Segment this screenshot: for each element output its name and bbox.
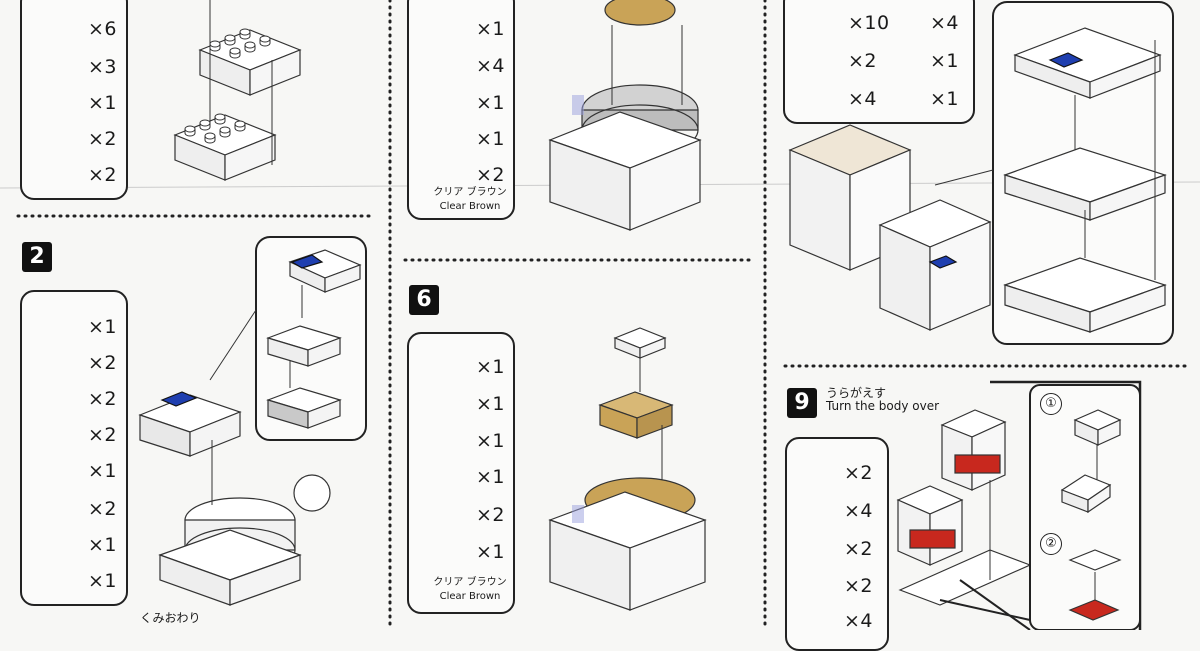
sub-step-number: ①	[1040, 393, 1062, 415]
part-qty: ×2	[476, 164, 506, 186]
part-qty: ×2	[848, 50, 878, 72]
part-qty: ×3	[88, 56, 118, 78]
part-qty: ×1	[930, 88, 960, 110]
part-qty: ×1	[476, 128, 506, 150]
part-qty: ×4	[844, 500, 874, 522]
parts-list-box-step2	[20, 290, 128, 606]
part-qty: ×2	[844, 538, 874, 560]
part-qty: ×4	[848, 88, 878, 110]
instruction-note-en: Turn the body over	[826, 399, 940, 413]
part-qty: ×2	[844, 462, 874, 484]
sub-step-number: ②	[1040, 533, 1062, 555]
part-qty: ×1	[88, 92, 118, 114]
part-qty: ×1	[88, 460, 118, 482]
parts-list-box-step5	[407, 0, 515, 220]
part-qty: ×4	[930, 12, 960, 34]
step-number-badge: 2	[22, 242, 52, 272]
color-caption-jp: クリア ブラウン	[433, 577, 507, 588]
color-caption-jp: クリア ブラウン	[433, 187, 507, 198]
part-qty: ×6	[88, 18, 118, 40]
part-qty: ×2	[844, 575, 874, 597]
part-qty: ×1	[476, 92, 506, 114]
assembly-illustrations	[0, 0, 1200, 630]
part-qty: ×1	[88, 534, 118, 556]
parts-list-box-step8	[783, 0, 975, 124]
part-qty: ×2	[88, 498, 118, 520]
parts-list-box-step1	[20, 0, 128, 200]
color-caption-en: Clear Brown	[439, 201, 501, 212]
parts-list-box-step9	[785, 437, 889, 651]
part-qty: ×2	[88, 128, 118, 150]
part-qty: ×1	[476, 541, 506, 563]
part-qty: ×1	[476, 430, 506, 452]
part-qty: ×1	[476, 393, 506, 415]
part-qty: ×2	[88, 352, 118, 374]
step-number-badge: 6	[409, 285, 439, 315]
color-caption-en: Clear Brown	[439, 591, 501, 602]
part-qty: ×2	[88, 424, 118, 446]
part-qty: ×2	[476, 504, 506, 526]
part-qty: ×1	[930, 50, 960, 72]
part-qty: ×2	[88, 388, 118, 410]
completion-note: くみおわり	[140, 611, 201, 625]
parts-list-box-step6	[407, 332, 515, 614]
part-qty: ×1	[476, 356, 506, 378]
part-qty: ×2	[88, 164, 118, 186]
part-qty: ×1	[88, 570, 118, 592]
instruction-note-jp: うらがえす	[826, 386, 887, 400]
part-qty: ×1	[476, 18, 506, 40]
part-qty: ×10	[848, 12, 890, 34]
part-qty: ×4	[476, 55, 506, 77]
step-number-badge: 9	[787, 388, 817, 418]
part-qty: ×1	[476, 466, 506, 488]
part-qty: ×4	[844, 610, 874, 632]
part-qty: ×1	[88, 316, 118, 338]
